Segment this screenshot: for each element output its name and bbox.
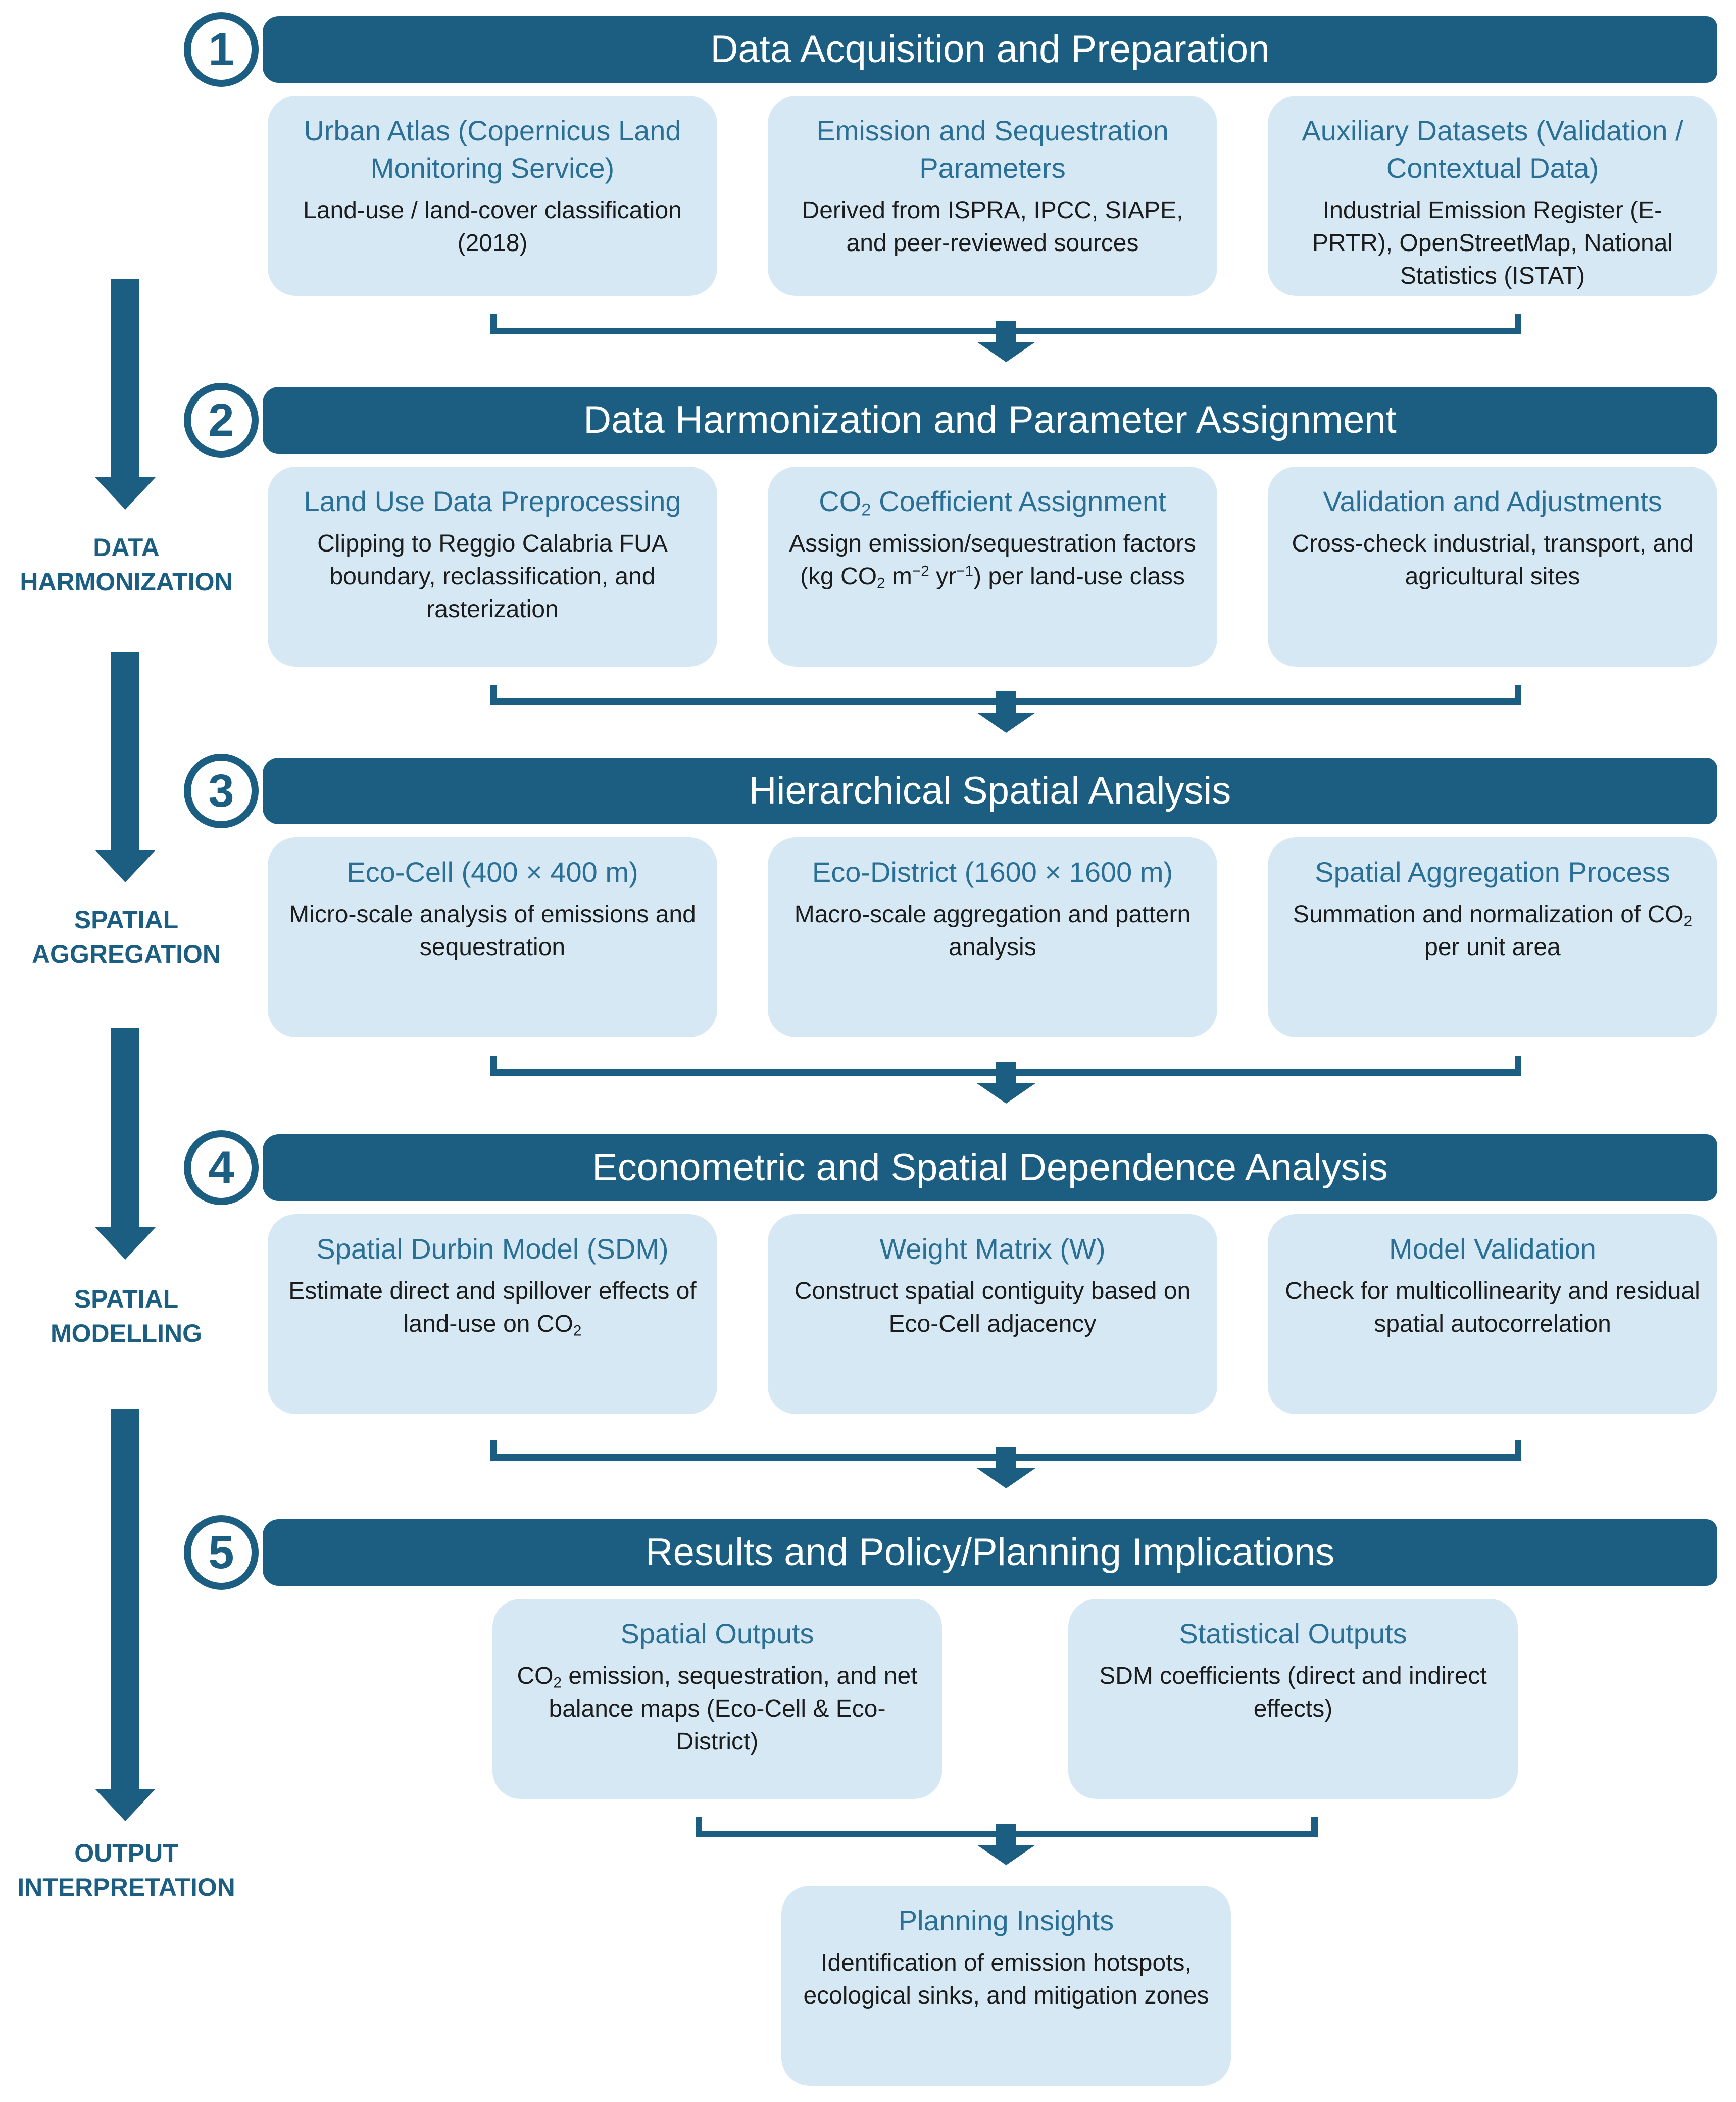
box-title: Auxiliary Datasets (Validation / Context… bbox=[1302, 115, 1683, 184]
step-number-4: 4 bbox=[184, 1130, 259, 1205]
box-description: Summation and normalization of CO2 per u… bbox=[1293, 901, 1693, 961]
box-description: Land-use / land-cover classification (20… bbox=[303, 197, 682, 257]
box-eco-cell: Eco-Cell (400 × 400 m) Micro-scale analy… bbox=[268, 837, 717, 1037]
step-number-1: 1 bbox=[184, 12, 259, 87]
side-label-line2: INTERPRETATION bbox=[17, 1873, 235, 1901]
side-label-spatial-modelling: SPATIAL MODELLING bbox=[0, 1282, 253, 1350]
side-label-line1: DATA bbox=[93, 533, 160, 562]
box-eco-district: Eco-District (1600 × 1600 m) Macro-scale… bbox=[768, 837, 1217, 1037]
side-label-line1: OUTPUT bbox=[74, 1839, 178, 1867]
section-2-title: Data Harmonization and Parameter Assignm… bbox=[263, 387, 1717, 454]
side-label-data-harmonization: DATA HARMONIZATION bbox=[0, 530, 253, 599]
merge-arrow-1-stem bbox=[996, 321, 1016, 342]
box-title: Statistical Outputs bbox=[1179, 1618, 1407, 1649]
side-label-line2: AGGREGATION bbox=[31, 940, 221, 968]
box-description: CO2 emission, sequestration, and net bal… bbox=[517, 1663, 918, 1755]
box-title: Model Validation bbox=[1389, 1233, 1596, 1265]
box-land-use-preprocessing: Land Use Data Preprocessing Clipping to … bbox=[268, 467, 717, 667]
box-title: Eco-District (1600 × 1600 m) bbox=[812, 856, 1173, 888]
box-title: Spatial Aggregation Process bbox=[1315, 856, 1670, 888]
box-description: Cross-check industrial, transport, and a… bbox=[1292, 530, 1694, 590]
section-5-title: Results and Policy/Planning Implications bbox=[263, 1519, 1717, 1586]
box-weight-matrix: Weight Matrix (W) Construct spatial cont… bbox=[768, 1214, 1217, 1414]
section-1-title: Data Acquisition and Preparation bbox=[263, 16, 1717, 83]
section-3-title: Hierarchical Spatial Analysis bbox=[263, 758, 1717, 824]
side-arrow-2-head bbox=[95, 850, 156, 882]
box-title: Land Use Data Preprocessing bbox=[304, 485, 681, 517]
box-title: Weight Matrix (W) bbox=[879, 1233, 1106, 1265]
box-co2-coefficient-assignment: CO2 Coefficient Assignment Assign emissi… bbox=[768, 467, 1217, 667]
box-description: Check for multicollinearity and residual… bbox=[1285, 1278, 1700, 1337]
box-validation-adjustments: Validation and Adjustments Cross-check i… bbox=[1268, 467, 1717, 667]
box-title: CO2 Coefficient Assignment bbox=[819, 485, 1166, 520]
side-arrow-1-shaft bbox=[111, 279, 139, 481]
box-auxiliary-datasets: Auxiliary Datasets (Validation / Context… bbox=[1268, 96, 1717, 296]
box-description: Estimate direct and spillover effects of… bbox=[288, 1278, 697, 1339]
box-emission-parameters: Emission and Sequestration Parameters De… bbox=[768, 96, 1217, 296]
box-title: Spatial Outputs bbox=[620, 1618, 814, 1649]
side-label-line2: HARMONIZATION bbox=[20, 568, 233, 596]
merge-arrow-3-stem bbox=[996, 1062, 1016, 1083]
side-arrow-4-head bbox=[95, 1789, 156, 1821]
side-arrow-3-shaft bbox=[111, 1028, 139, 1230]
box-description: Industrial Emission Register (E-PRTR), O… bbox=[1312, 197, 1673, 289]
merge-arrow-2-head bbox=[977, 713, 1035, 733]
section-4-title: Econometric and Spatial Dependence Analy… bbox=[263, 1134, 1717, 1201]
box-spatial-durbin-model: Spatial Durbin Model (SDM) Estimate dire… bbox=[268, 1214, 717, 1414]
side-label-line2: MODELLING bbox=[51, 1319, 202, 1347]
box-description: Micro-scale analysis of emissions and se… bbox=[289, 901, 696, 961]
box-statistical-outputs: Statistical Outputs SDM coefficients (di… bbox=[1068, 1599, 1518, 1799]
side-arrow-4-shaft bbox=[111, 1409, 139, 1793]
box-title: Spatial Durbin Model (SDM) bbox=[316, 1233, 669, 1265]
box-description: Assign emission/sequestration factors (k… bbox=[789, 530, 1196, 592]
side-label-output-interpretation: OUTPUT INTERPRETATION bbox=[0, 1836, 253, 1905]
side-label-spatial-aggregation: SPATIAL AGGREGATION bbox=[0, 903, 253, 971]
step-number-3: 3 bbox=[184, 754, 259, 828]
box-spatial-aggregation-process: Spatial Aggregation Process Summation an… bbox=[1268, 837, 1717, 1037]
side-arrow-3-head bbox=[95, 1227, 156, 1260]
side-arrow-2-shaft bbox=[111, 652, 139, 854]
box-description: Construct spatial contiguity based on Ec… bbox=[794, 1278, 1191, 1337]
box-description: Derived from ISPRA, IPCC, SIAPE, and pee… bbox=[802, 197, 1183, 257]
side-label-line1: SPATIAL bbox=[74, 906, 179, 934]
box-description: Identification of emission hotspots, eco… bbox=[803, 1949, 1209, 2009]
merge-arrow-5-stem bbox=[996, 1824, 1016, 1845]
box-model-validation: Model Validation Check for multicollinea… bbox=[1268, 1214, 1717, 1414]
merge-arrow-4-stem bbox=[996, 1447, 1016, 1468]
box-title: Eco-Cell (400 × 400 m) bbox=[346, 856, 638, 888]
box-description: Clipping to Reggio Calabria FUA boundary… bbox=[317, 530, 668, 623]
box-title: Validation and Adjustments bbox=[1323, 485, 1662, 517]
box-description: Macro-scale aggregation and pattern anal… bbox=[794, 901, 1191, 961]
merge-arrow-5-head bbox=[977, 1845, 1035, 1865]
merge-arrow-2-stem bbox=[996, 691, 1016, 713]
merge-arrow-4-head bbox=[977, 1468, 1035, 1488]
merge-arrow-3-head bbox=[977, 1083, 1035, 1104]
box-description: SDM coefficients (direct and indirect ef… bbox=[1099, 1663, 1487, 1722]
side-label-line1: SPATIAL bbox=[74, 1285, 179, 1313]
box-title: Planning Insights bbox=[898, 1905, 1114, 1936]
box-title: Urban Atlas (Copernicus Land Monitoring … bbox=[304, 115, 681, 184]
box-planning-insights: Planning Insights Identification of emis… bbox=[781, 1886, 1231, 2086]
merge-arrow-1-head bbox=[977, 342, 1035, 362]
box-urban-atlas: Urban Atlas (Copernicus Land Monitoring … bbox=[268, 96, 717, 296]
step-number-5: 5 bbox=[184, 1515, 259, 1590]
box-spatial-outputs: Spatial Outputs CO2 emission, sequestrat… bbox=[492, 1599, 942, 1799]
box-title: Emission and Sequestration Parameters bbox=[816, 115, 1169, 184]
step-number-2: 2 bbox=[184, 383, 259, 458]
side-arrow-1-head bbox=[95, 477, 156, 510]
